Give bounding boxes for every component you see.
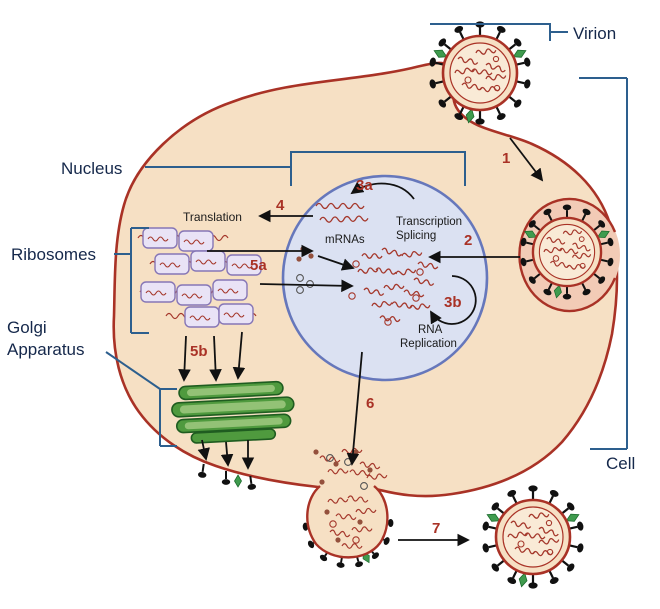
arrow-step-5b-1 — [178, 335, 191, 382]
splicing-label: Splicing — [396, 230, 436, 242]
golgi-label-line2: Apparatus — [7, 340, 85, 359]
arrow-step-6 — [346, 351, 363, 466]
virion-released — [482, 485, 585, 588]
rna-label: RNA — [418, 324, 443, 336]
arrow-step-5a-3 — [259, 279, 354, 293]
budding-virion — [301, 479, 395, 570]
arrow-step-5b-3 — [232, 331, 246, 380]
step-3a-label: 3a — [356, 177, 373, 194]
golgi-label-line1: Golgi — [7, 318, 47, 337]
golgi-apparatus — [171, 380, 295, 444]
golgi-bracket — [105, 351, 177, 447]
step-5b-label: 5b — [190, 343, 208, 360]
step-4-label: 4 — [276, 197, 285, 214]
step-arrows — [178, 137, 544, 547]
arrow-step-3b — [430, 275, 477, 325]
nucleus-bracket — [145, 151, 466, 186]
mrnas-label: mRNAs — [325, 234, 365, 246]
arrow-step-3a — [350, 181, 415, 200]
nucleus-label: Nucleus — [61, 159, 122, 178]
virion-label: Virion — [573, 24, 616, 43]
step-3b-label: 3b — [444, 294, 462, 311]
arrow-step-5b-2 — [209, 335, 222, 382]
step-1-label: 1 — [502, 150, 510, 167]
arrow-step-1 — [509, 137, 544, 182]
step-7-label: 7 — [432, 520, 440, 537]
arrow-step-5a-2 — [317, 255, 355, 271]
cell-label: Cell — [606, 454, 635, 473]
step-6-label: 6 — [366, 395, 374, 412]
transcription-label: Transcription — [396, 216, 462, 228]
arrow-secrete-1 — [197, 439, 210, 461]
virion-bracket — [430, 23, 568, 41]
replication-label: Replication — [400, 338, 457, 350]
step-2-label: 2 — [464, 232, 472, 249]
translation-label: Translation — [183, 210, 242, 224]
nucleus — [281, 174, 489, 382]
ribosomes-label: Ribosomes — [11, 245, 96, 264]
arrow-secrete-2 — [220, 441, 234, 467]
ribosomes-bracket — [114, 227, 149, 334]
step-5a-label: 5a — [250, 257, 267, 274]
cell-bracket — [579, 77, 628, 450]
